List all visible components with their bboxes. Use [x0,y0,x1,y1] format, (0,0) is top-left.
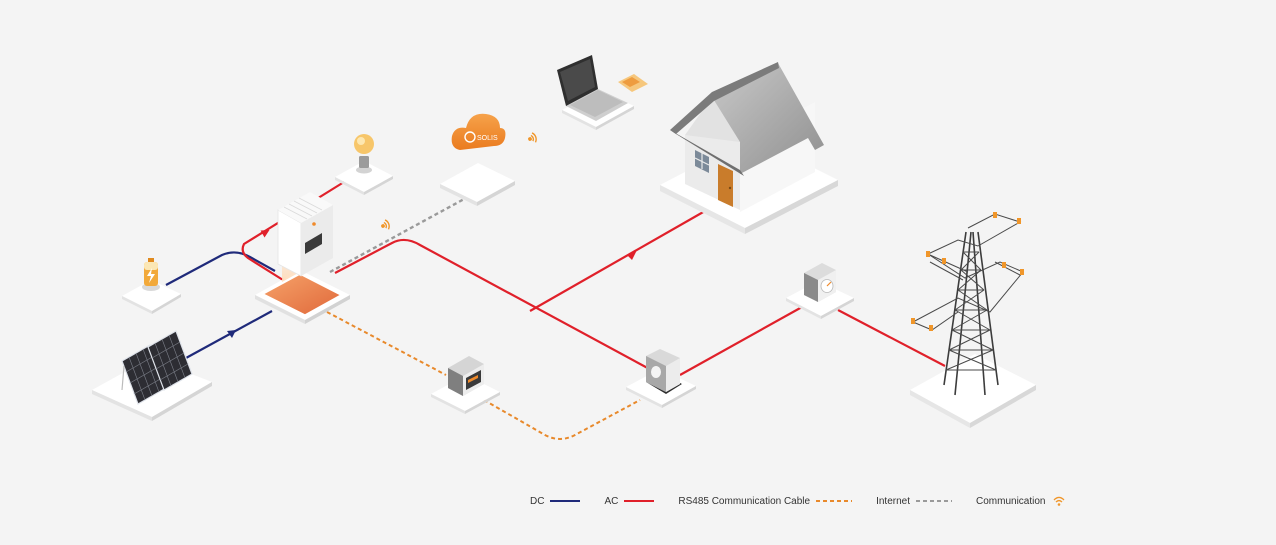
grid-meter-icon [786,263,854,319]
ac-line-bulb [241,181,345,281]
connections [165,181,946,440]
light-bulb-icon [335,134,393,195]
ac-line-grid-meter [679,306,803,376]
legend-label-internet: Internet [876,495,911,507]
legend-swatch-rs485 [816,500,853,502]
ac-arrow-house-icon [627,250,637,260]
laptop-icon [557,55,648,130]
legend-item-internet: Internet [876,495,953,507]
legend-swatch-dc [550,500,581,502]
battery-icon [122,258,181,314]
legend: DC AC RS485 Communication Cable Internet… [530,494,1090,508]
transmission-tower-icon [910,212,1036,428]
rs485-line [326,311,641,440]
internet-line [329,196,467,274]
legend-item-dc: DC [530,495,581,507]
legend-item-communication: Communication [976,495,1065,507]
current-transformer-icon [626,349,696,408]
cloud-icon: SOLIS [440,113,515,206]
inverter-icon [255,192,350,324]
house-icon [660,62,838,234]
wifi-signal-inverter-icon [381,219,390,230]
dc-arrow-icon [227,330,236,338]
ac-arrow-bulb-icon [260,230,270,238]
legend-label-ac: AC [604,495,619,507]
legend-swatch-internet [916,500,953,502]
dc-line-battery [165,251,276,286]
cloud-brand-text: SOLIS [477,135,498,142]
legend-label-rs485: RS485 Communication Cable [678,495,811,507]
wifi-signal-cloud-icon [528,132,537,143]
wifi-icon [1053,496,1064,506]
ac-line-tower [837,309,946,367]
solar-panel-icon [92,330,212,421]
ac-line-main [334,238,656,373]
legend-swatch-ac [624,500,655,502]
legend-label-communication: Communication [976,495,1046,507]
legend-label-dc: DC [530,495,545,507]
dc-line-solar [185,310,273,359]
legend-item-rs485: RS485 Communication Cable [678,495,853,507]
legend-item-ac: AC [604,495,655,507]
smart-meter-icon [431,356,500,414]
ac-line-house [529,210,706,312]
